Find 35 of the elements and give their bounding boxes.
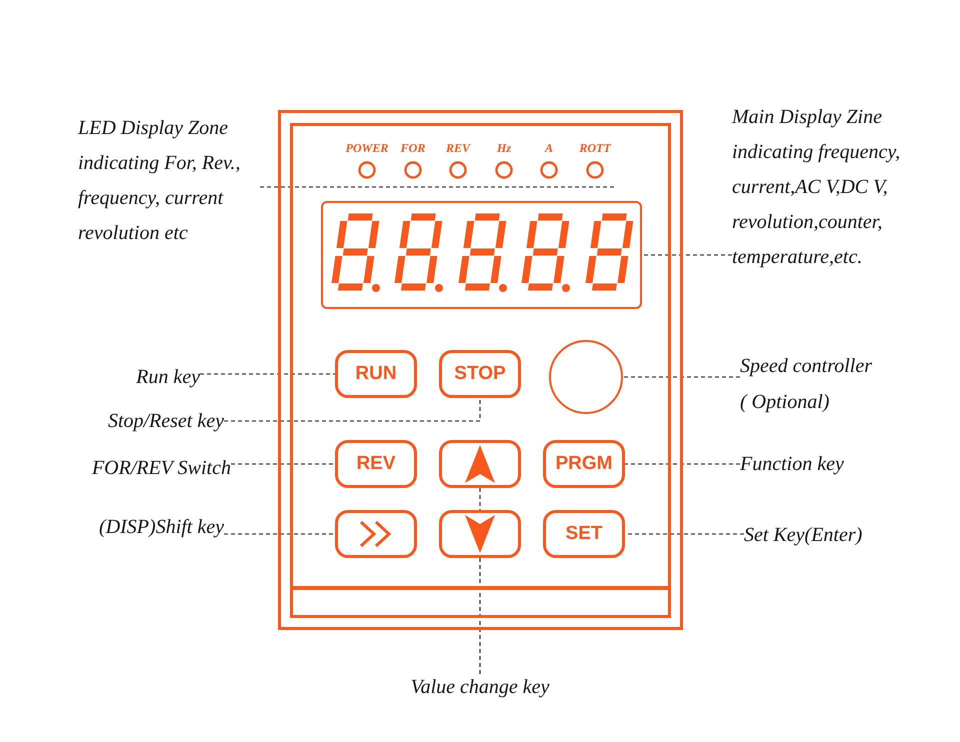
indicator-label: FOR bbox=[400, 141, 426, 155]
leader-line bbox=[623, 376, 740, 378]
indicator-label: ROTT bbox=[579, 141, 611, 155]
indicator-label: REV bbox=[446, 141, 470, 155]
up-key bbox=[439, 440, 521, 488]
callout-label: FOR/REV Switch bbox=[92, 455, 231, 481]
callout-label: LED Display Zone indicating For, Rev., frequency, current revolution etc bbox=[78, 111, 260, 251]
leader-line bbox=[479, 558, 481, 674]
program-key: PRGM bbox=[543, 440, 625, 488]
indicator-label: A bbox=[544, 141, 553, 155]
callout-label: Function key bbox=[740, 451, 844, 477]
leader-line bbox=[642, 254, 732, 256]
callout-label: Speed controller ( Optional) bbox=[740, 348, 880, 420]
reverse-key: REV bbox=[335, 440, 417, 488]
leader-line bbox=[625, 533, 744, 535]
down-key bbox=[439, 510, 521, 558]
indicator-label: Hz bbox=[496, 141, 511, 155]
callout-label: (DISP)Shift key bbox=[99, 514, 224, 540]
callout-label: Value change key bbox=[410, 674, 550, 700]
leader-line bbox=[231, 463, 335, 465]
shift-key bbox=[335, 510, 417, 558]
segment-display bbox=[321, 201, 642, 309]
leader-line bbox=[224, 398, 481, 422]
leader-line bbox=[625, 463, 740, 465]
stop-key: STOP bbox=[439, 350, 521, 398]
callout-label: Stop/Reset key bbox=[108, 408, 224, 434]
run-key: RUN bbox=[335, 350, 417, 398]
callout-label: Main Display Zine indicating frequency, current,AC V,DC V, revolution,counter, temperature,etc. bbox=[732, 100, 927, 275]
indicator-label: POWER bbox=[346, 141, 388, 155]
callout-label: Set Key(Enter) bbox=[744, 522, 862, 548]
leader-line bbox=[200, 373, 335, 375]
set-key: SET bbox=[543, 510, 625, 558]
callout-label: Run key bbox=[136, 364, 200, 390]
leader-line bbox=[224, 533, 335, 535]
leader-line bbox=[260, 186, 615, 188]
